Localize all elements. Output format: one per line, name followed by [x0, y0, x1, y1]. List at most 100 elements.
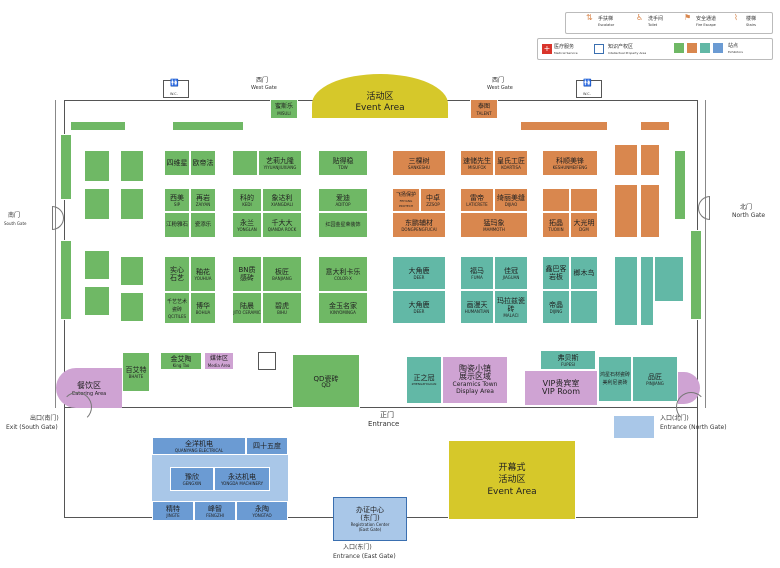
booth-keshumeifeng[interactable]: 科顺美锋 KESHUNMEIFENG — [542, 150, 598, 176]
booth-column-right-a[interactable] — [674, 150, 686, 220]
booth-qianda[interactable]: 千大大 QIANDA ROCK — [262, 212, 302, 238]
booth-zhengzhi[interactable]: 正之冠 ZHENGZHIGUAN — [406, 356, 442, 404]
vip-room[interactable]: VIP贵宾室 VIP Room — [524, 370, 598, 406]
booth-xipei[interactable]: 西美 SIP — [164, 188, 190, 212]
booth-column-left-a[interactable] — [60, 134, 72, 200]
booth-column-a1[interactable] — [84, 150, 110, 182]
booth-column-b3[interactable] — [120, 256, 144, 286]
booth-yiyuanjiuxiang-a[interactable] — [232, 150, 258, 176]
booth-laticrete[interactable]: 雷帝 LATICRETE — [460, 188, 494, 212]
booth-teal-right-c[interactable] — [654, 256, 684, 302]
booth-hongdi[interactable]: 红园金星荣装饰 — [318, 212, 368, 238]
booth-sizhitang[interactable]: 四维星 — [164, 150, 190, 176]
booth-zhangcheng[interactable]: 陆晨 JITO CERAMIC — [232, 292, 262, 324]
booth-jiangyi[interactable]: 江粉雅石 — [164, 212, 190, 238]
booth-fengzhi[interactable]: 峰智 FENGZHI — [194, 501, 236, 521]
booth-yongda[interactable]: 永达机电 YONGDA MACHINERY — [214, 467, 270, 491]
booth-jingte[interactable]: 精特 JINGTE — [152, 501, 194, 521]
booth-bhaite[interactable]: 百艾特 BHAITE — [122, 352, 150, 392]
booth-column-a4[interactable] — [84, 286, 110, 316]
booth-banjiang[interactable]: 板匠 BANJIANG — [262, 256, 302, 292]
toilet-icon: 🚻 — [583, 79, 592, 87]
booth-dgm[interactable]: 大光明 DGM — [570, 212, 598, 238]
booth-xiangdali[interactable]: 象达利 XIANGDALI — [262, 188, 302, 212]
booth-column-right-b[interactable] — [690, 230, 702, 320]
booth-misufox[interactable]: 速储先生 MISUFOX — [460, 150, 494, 176]
catering-area-en: Catering Area — [71, 390, 107, 397]
booth-pinjiang[interactable]: 品匠 PINJIANG — [632, 356, 678, 402]
booth-yuxin[interactable]: 豫欣 GENGXIN — [170, 467, 214, 491]
booth-quanyang[interactable]: 全洋机电 QUANYANG ELECTRICAL — [152, 437, 246, 455]
booth-zaiyan[interactable]: 再岩 ZAIYAN — [190, 188, 216, 212]
booth-qd[interactable]: QD瓷砖 QD — [292, 354, 360, 408]
booth-yonglan[interactable]: 永兰 YONGLAN — [232, 212, 262, 238]
booth-deer-1[interactable]: 大角鹿 DEER — [392, 256, 446, 290]
booth-aditop[interactable]: 爱迪 ADITOP — [318, 188, 368, 212]
booth-column-b2[interactable] — [120, 188, 144, 220]
booth-yiyuanjiuxiang[interactable]: 艺莉九隆 YIYUANJIUXIANG — [258, 150, 302, 176]
booth-orange-right-c[interactable] — [640, 184, 660, 238]
booth-tudian[interactable]: 拓晶 TUOXIN — [542, 212, 570, 238]
booth-dijiang[interactable]: 绮丽美缝 DIJIAO — [494, 188, 528, 212]
booth-ouyiting[interactable]: 欧帝法 — [190, 150, 216, 176]
booth-kinyo[interactable]: 金玉名家 KINYOMINGA — [318, 292, 368, 324]
booth-yongda-en: YONGDA MACHINERY — [220, 480, 264, 486]
booth-bohua-en: BOHUA — [195, 309, 211, 315]
booth-teal-mid-b[interactable] — [570, 290, 598, 324]
booth-strip-top-left[interactable] — [70, 121, 126, 131]
registration-center[interactable]: 办证中心 (东门) Registration Center (East Gate… — [333, 497, 407, 541]
booth-bihu[interactable]: 碧虎 BIHU — [262, 292, 302, 324]
booth-tdw[interactable]: 贴得稳 TDW — [318, 150, 368, 176]
booth-misuli[interactable]: 蜜斯乐 MISULI — [270, 99, 298, 119]
booth-dongfeng[interactable]: 东鹏辅材 DONGPENGFUCAI — [392, 212, 446, 238]
booth-orange-right-b[interactable] — [614, 184, 638, 238]
booth-orange-right-a[interactable] — [614, 144, 638, 176]
booth-yongtao[interactable]: 永陶 YONGTAO — [236, 501, 288, 521]
booth-fuma[interactable]: 福马 FUMA — [460, 256, 494, 290]
booth-fuyang[interactable]: 飞扬保护 FEIYANG PROTECH — [392, 188, 420, 212]
booth-strip-top-right[interactable] — [520, 121, 608, 131]
booth-malaci[interactable]: 玛拉兹瓷砖 MALACI — [494, 290, 528, 324]
booth-strip-top-mid[interactable] — [172, 121, 244, 131]
booth-fupesi[interactable]: 弗贝斯 FUPESI — [540, 350, 596, 370]
booth-humantian[interactable]: 画漫天 HUMANTIAN — [460, 290, 494, 324]
booth-qiyi[interactable]: 千艺艺术瓷砖 QCITILES — [164, 292, 190, 324]
booth-column-b4[interactable] — [120, 292, 144, 322]
booth-column-b1[interactable] — [120, 150, 144, 182]
legend-panel: ⇅ 手扶梯 Escalator ♿ 洗手间 Toilet ⚑ 安全通道 Fire… — [565, 12, 773, 34]
booth-shishiwu[interactable]: 四十五度 — [246, 437, 288, 455]
booth-xinbang[interactable]: 鑫巴客岩板 — [542, 256, 570, 290]
booth-kingtao[interactable]: 金艾陶 King Tao — [160, 352, 202, 370]
booth-bohua[interactable]: 博华 BOHUA — [190, 292, 216, 324]
booth-dijing[interactable]: 帝晶 DIJING — [542, 290, 570, 324]
booth-colorx[interactable]: 意大利卡乐 COLOR-X — [318, 256, 368, 292]
booth-orange-mid-a[interactable] — [542, 188, 570, 212]
north-door-arc — [676, 392, 706, 422]
registration-cn2: (东门) — [360, 514, 380, 522]
booth-teal-right-a[interactable] — [614, 256, 638, 326]
booth-zaiyan-cn: 再岩 — [196, 193, 210, 202]
booth-column-a2[interactable] — [84, 188, 110, 220]
booth-bnzhige[interactable]: BN质感砖 — [232, 256, 262, 292]
booth-orange-right-d[interactable] — [640, 144, 660, 176]
booth-shiyi[interactable]: 实心石艺 — [164, 256, 190, 292]
booth-kedi[interactable]: 科的 KEDI — [232, 188, 262, 212]
booth-youhua[interactable]: 釉花 YOUHUA — [190, 256, 216, 292]
booth-deer-2[interactable]: 大角鹿 DEER — [392, 290, 446, 324]
booth-koartisa[interactable]: 皇氏工匠 KOARTISA — [494, 150, 528, 176]
booth-column-a3[interactable] — [84, 250, 110, 280]
booth-talent[interactable]: 泰图 TALENT — [470, 99, 498, 119]
booth-teal-right-b[interactable] — [640, 256, 654, 326]
booth-gaoli[interactable]: 鸿星石材瓷砖美利尼瓷砖 — [598, 356, 632, 402]
booth-ceramiq[interactable]: 瓷添乐 — [190, 212, 216, 238]
booth-jiaguan[interactable]: 佳冠 JIAGUAN — [494, 256, 528, 290]
booth-zhongzhuo[interactable]: 中卓 ZZSOP — [420, 188, 446, 212]
booth-column-left-b[interactable] — [60, 240, 72, 320]
booth-sankeshu[interactable]: 三棵树 SANKESHU — [392, 150, 446, 176]
booth-mumu[interactable]: 榔木鸟 — [570, 256, 598, 290]
booth-mammoth[interactable]: 猛玛象 MAMMOTH — [460, 212, 528, 238]
booth-zhongzhuo-cn: 中卓 — [426, 193, 440, 202]
legend-booth-label: 站点 — [728, 43, 739, 49]
booth-orange-mid-b[interactable] — [570, 188, 598, 212]
booth-strip-top-far[interactable] — [640, 121, 670, 131]
